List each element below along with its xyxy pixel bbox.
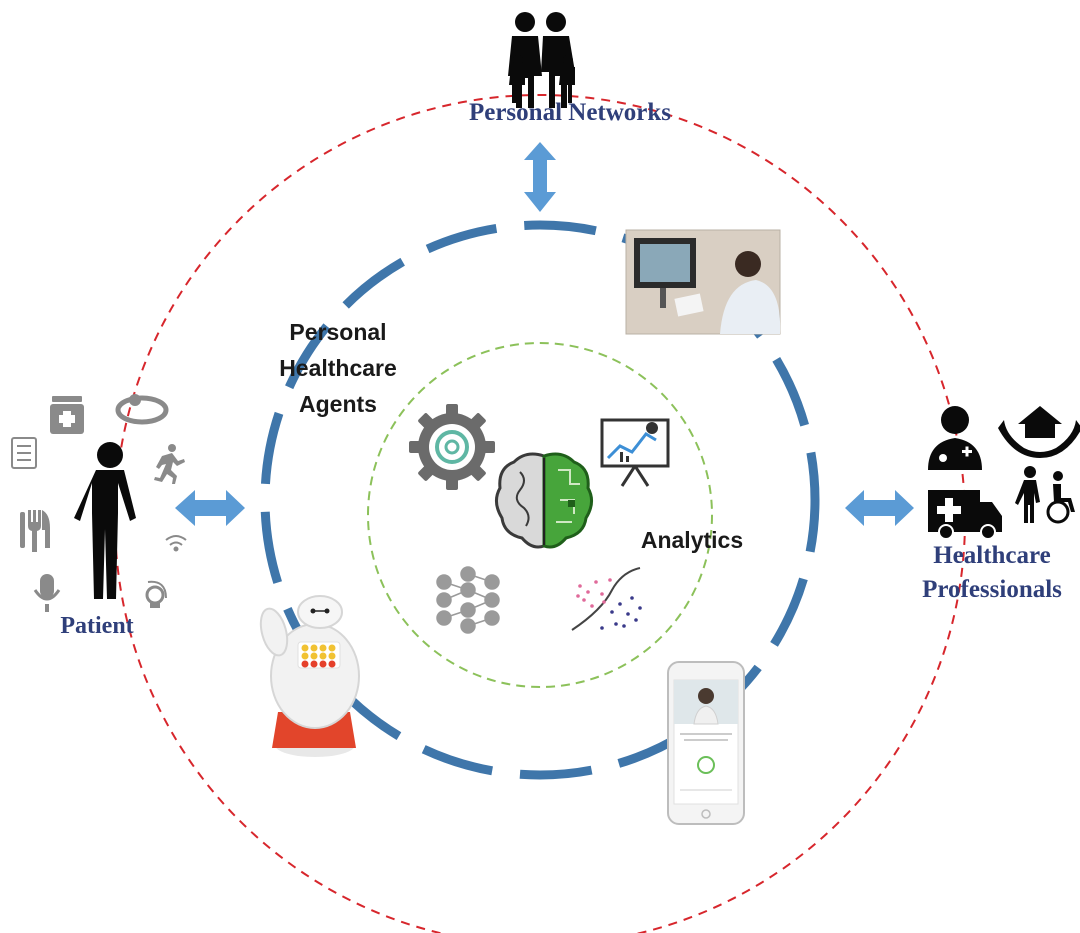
satellite-icon: [145, 580, 167, 608]
agents-label-line1: Personal: [289, 319, 386, 345]
middle-ring: [260, 220, 820, 780]
healthcare-professionals-label-line1: Healthcare: [933, 542, 1051, 569]
running-icon: [154, 444, 185, 484]
agents-label-line2: Healthcare: [279, 355, 397, 381]
microphone-icon: [33, 574, 61, 612]
caregiver-wheelchair-icon: [1015, 466, 1075, 524]
professionals-arrow: [845, 490, 914, 526]
medicine-jar-icon: [50, 396, 84, 434]
personal-networks-label: Personal Networks: [469, 99, 671, 126]
wifi-icon: [165, 535, 187, 552]
smartphone-app-image: [667, 661, 745, 825]
clipboard-icon: [11, 437, 37, 469]
inner-ring: [367, 342, 713, 688]
patient-screen-photo: [625, 229, 781, 335]
patient-arrow: [175, 490, 245, 526]
scatter-plot-icon: [571, 567, 642, 631]
healthcare-professionals-label-line2: Professionals: [922, 576, 1062, 603]
analytics-label: Analytics: [641, 527, 743, 553]
doctor-icon: [928, 406, 982, 470]
scale-icon: [115, 394, 169, 425]
ambulance-icon: [928, 490, 1002, 540]
presentation-chart-icon: [600, 418, 670, 487]
neural-network-icon: [436, 566, 500, 634]
patient-label: Patient: [60, 613, 133, 639]
brain-icon: [495, 452, 593, 549]
caring-hands-house-icon: [998, 406, 1080, 458]
family-icon: [508, 12, 575, 108]
gear-at-icon: [409, 404, 495, 490]
robot-agent-image: [259, 595, 360, 757]
personal-networks-arrow: [524, 142, 556, 212]
agents-label-line3: Agents: [299, 391, 377, 417]
cutlery-icon: [20, 510, 50, 552]
human-body-icon: [74, 442, 136, 599]
